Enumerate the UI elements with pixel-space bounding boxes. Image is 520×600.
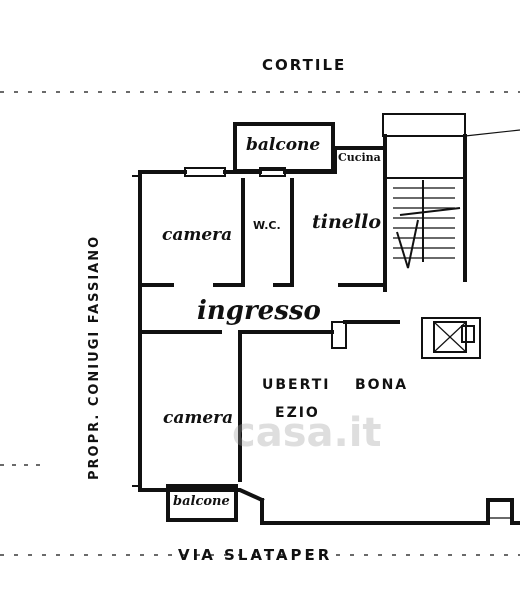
label-propr-coniugi-fassiano: PROPR. CONIUGI FASSIANO [87,234,102,480]
label-bona: BONA [355,377,409,393]
label-camera-bottom: camera [163,408,234,428]
window-wc [259,167,286,177]
label-ezio: EZIO [275,405,320,421]
label-uberti: UBERTI [262,377,331,393]
label-via-slataper: VIA SLATAPER [178,546,333,564]
label-balcone-bottom: balcone [173,494,230,509]
label-balcone-top: balcone [246,135,321,155]
label-cortile: CORTILE [262,56,347,74]
pillar [331,321,347,349]
watermark: casa.it [232,410,382,456]
neighbour-wall-bottom [260,498,520,525]
label-cucina: Cucina [338,151,381,164]
outer-wall-left [138,170,167,492]
stair-top-cap [382,113,466,137]
stair-boundary [464,129,520,137]
label-ingresso: ingresso [197,296,321,326]
stair-treads [393,180,461,269]
wall-ingresso-south [138,320,400,334]
elevator-shaft [421,317,481,359]
stair-walls [383,134,467,292]
elevator-car [433,321,467,353]
window-camera-top [184,167,226,177]
label-wc: W.C. [253,219,281,232]
label-tinello: tinello [312,211,382,233]
label-camera-top: camera [162,225,233,245]
elevator-door [461,325,475,343]
outer-wall-bottom [163,488,265,503]
balcony-bottom-outline [166,484,238,522]
